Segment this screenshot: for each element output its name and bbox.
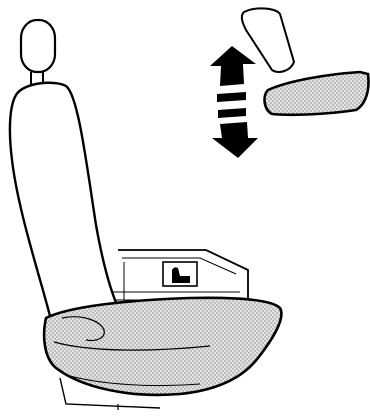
height-lever-icon — [162, 261, 198, 287]
up-down-arrow-icon — [210, 46, 258, 158]
headrest-icon — [19, 18, 57, 84]
cushion-detail-icon — [53, 316, 211, 387]
inset-cushion-icon — [263, 70, 370, 117]
seatback-icon — [8, 81, 122, 318]
seat-mount-bracket — [59, 377, 161, 410]
seat-cushion-icon — [42, 296, 283, 397]
inset-seatback-icon — [240, 7, 296, 73]
